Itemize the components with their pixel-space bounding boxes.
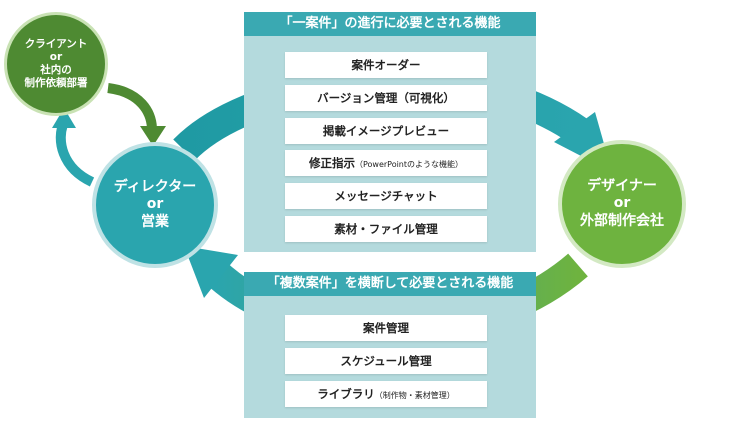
feature-item-library: ライブラリ（制作物・素材管理） bbox=[285, 381, 487, 407]
bottom-flow-arrowhead bbox=[184, 246, 238, 298]
feature-item-files: 素材・ファイル管理 bbox=[285, 216, 487, 242]
designer-circle: デザイナー or 外部制作会社 bbox=[558, 140, 686, 268]
director-circle: ディレクター or 営業 bbox=[92, 142, 218, 268]
client-circle: クライアント or 社内の 制作依頼部署 bbox=[4, 12, 108, 116]
feature-item-preview: 掲載イメージプレビュー bbox=[285, 118, 487, 144]
feature-item-correction: 修正指示（PowerPointのような機能） bbox=[285, 150, 487, 176]
feature-item-project-management: 案件管理 bbox=[285, 315, 487, 341]
feature-item-library-note: （制作物・素材管理） bbox=[374, 391, 455, 400]
client-to-director-arrowhead bbox=[140, 126, 166, 146]
bottom-panel-title: 「複数案件」を横断して必要とされる機能 bbox=[244, 272, 536, 296]
feature-item-correction-note: （PowerPointのような機能） bbox=[354, 160, 464, 169]
feature-item-chat: メッセージチャット bbox=[285, 183, 487, 209]
feature-item-order: 案件オーダー bbox=[285, 52, 487, 78]
director-to-client-arrow bbox=[55, 119, 95, 187]
feature-item-schedule: スケジュール管理 bbox=[285, 348, 487, 374]
client-to-director-arrow bbox=[107, 83, 157, 131]
director-to-client-arrowhead bbox=[52, 108, 76, 128]
top-panel-title: 「一案件」の進行に必要とされる機能 bbox=[244, 12, 536, 36]
feature-item-version: バージョン管理（可視化） bbox=[285, 85, 487, 111]
